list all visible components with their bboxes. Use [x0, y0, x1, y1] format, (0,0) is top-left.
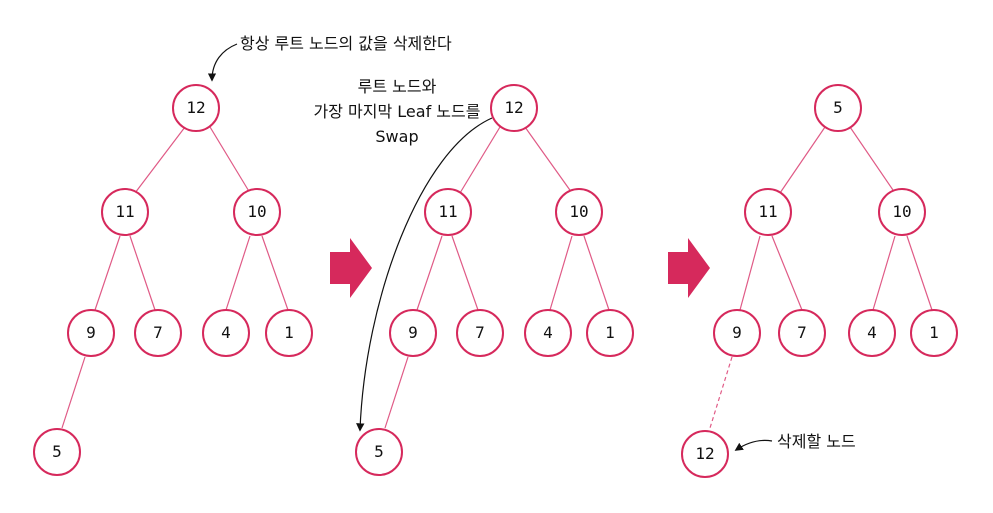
node-value: 4 — [867, 323, 877, 342]
tree-node: 11 — [424, 188, 472, 236]
tree-node: 10 — [555, 188, 603, 236]
tree-node: 10 — [878, 188, 926, 236]
node-value: 4 — [543, 323, 553, 342]
node-value: 4 — [221, 323, 231, 342]
node-value: 1 — [929, 323, 939, 342]
tree-node: 12 — [172, 84, 220, 132]
step-arrow-icon — [668, 238, 710, 298]
tree-node: 7 — [778, 309, 826, 357]
node-value: 12 — [186, 98, 205, 117]
node-value: 10 — [892, 202, 911, 221]
tree-node: 4 — [524, 309, 572, 357]
swap-arrow — [356, 117, 493, 432]
node-value: 10 — [247, 202, 266, 221]
edge — [209, 126, 251, 194]
node-value: 1 — [284, 323, 294, 342]
edge — [225, 235, 251, 311]
node-value: 12 — [504, 98, 523, 117]
annotation-delete-root: 항상 루트 노드의 값을 삭제한다 — [240, 34, 452, 53]
tree-node: 4 — [848, 309, 896, 357]
tree-original: 12 11 10 9 7 4 1 5 — [33, 84, 313, 476]
edge — [549, 235, 573, 311]
node-value: 9 — [86, 323, 96, 342]
edge — [416, 235, 443, 311]
tree-node: 5 — [33, 428, 81, 476]
edge-removed — [709, 356, 733, 429]
node-value: 5 — [833, 98, 843, 117]
node-value: 11 — [438, 202, 457, 221]
annotation-arrow — [207, 43, 238, 82]
tree-node: 5 — [355, 428, 403, 476]
annotation-arrow — [734, 439, 773, 451]
tree-node-to-delete: 12 — [681, 430, 729, 478]
node-value: 11 — [115, 202, 134, 221]
annotation-swap-line2: 가장 마지막 Leaf 노드를 — [314, 102, 481, 121]
tree-node: 10 — [233, 188, 281, 236]
node-value: 1 — [605, 323, 615, 342]
edge — [906, 235, 933, 311]
node-value: 5 — [52, 442, 62, 461]
tree-node: 7 — [456, 309, 504, 357]
node-value: 7 — [797, 323, 807, 342]
node-value: 5 — [374, 442, 384, 461]
edge — [872, 235, 896, 311]
edge — [849, 126, 896, 194]
tree-node: 1 — [910, 309, 958, 357]
step-arrow-icon — [330, 238, 372, 298]
edge — [384, 356, 409, 429]
tree-node: 11 — [101, 188, 149, 236]
edge — [524, 126, 573, 194]
edge — [134, 126, 186, 194]
annotation-swap-line3: Swap — [375, 127, 418, 146]
edge — [61, 356, 86, 429]
node-value: 9 — [732, 323, 742, 342]
tree-node: 7 — [134, 309, 182, 357]
tree-node: 9 — [713, 309, 761, 357]
annotation-delete-node: 삭제할 노드 — [777, 432, 856, 451]
edge — [451, 235, 479, 311]
tree-node: 12 — [490, 84, 538, 132]
tree-node: 4 — [202, 309, 250, 357]
edge — [94, 235, 121, 311]
tree-swap: 12 11 10 9 7 4 1 5 — [355, 84, 634, 476]
tree-node: 11 — [744, 188, 792, 236]
edge — [583, 235, 610, 311]
tree-node: 1 — [265, 309, 313, 357]
node-value: 12 — [695, 444, 714, 463]
tree-node: 5 — [814, 84, 862, 132]
tree-node: 9 — [67, 309, 115, 357]
edge — [771, 235, 803, 311]
node-value: 7 — [475, 323, 485, 342]
tree-node: 1 — [586, 309, 634, 357]
node-value: 9 — [408, 323, 418, 342]
tree-node: 9 — [389, 309, 437, 357]
node-value: 7 — [153, 323, 163, 342]
node-value: 11 — [758, 202, 777, 221]
edge — [739, 235, 761, 311]
edge — [459, 126, 501, 194]
edge — [779, 126, 826, 194]
annotation-swap-line1: 루트 노드와 — [358, 77, 437, 96]
tree-after-swap: 5 11 10 9 7 4 1 12 — [681, 84, 958, 478]
edge — [261, 235, 289, 311]
node-value: 10 — [569, 202, 588, 221]
edge — [129, 235, 156, 311]
